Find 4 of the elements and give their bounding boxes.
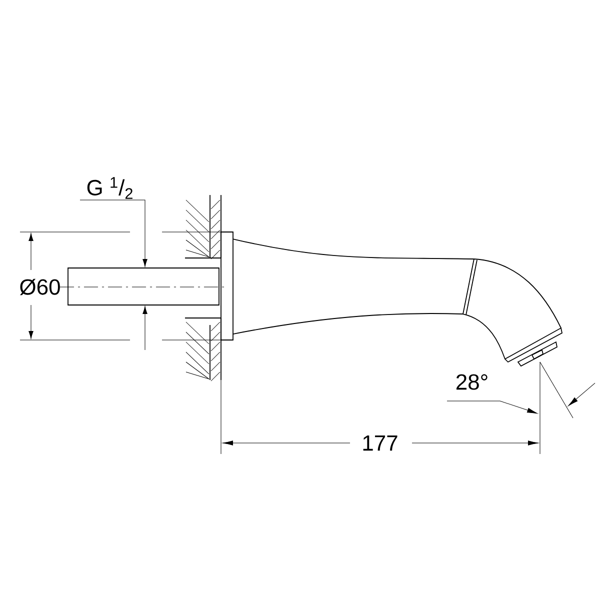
dimension-label: 177: [363, 435, 398, 451]
dimension-label: Ø60: [20, 278, 60, 296]
dimension-label: 28°: [456, 374, 488, 390]
dimension-label: G $^{1}$/$_{2}$: [87, 177, 132, 199]
